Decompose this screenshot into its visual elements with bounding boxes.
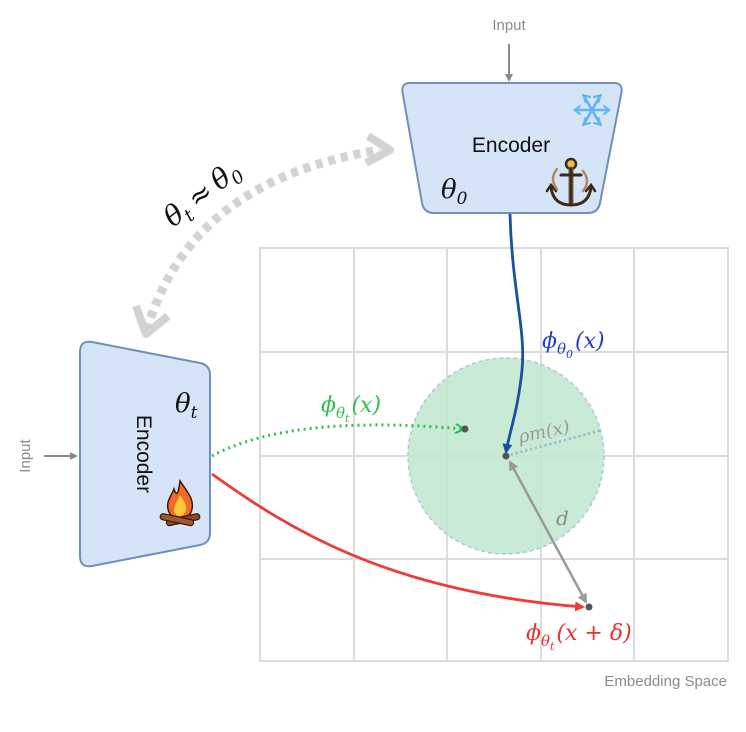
left-input-label: Input — [17, 438, 34, 472]
current-embedding-label: ϕθt(x) — [321, 393, 381, 425]
top-encoder: Input Encoder θ0 — [401, 17, 623, 214]
current-point — [461, 425, 469, 433]
distance-arrow — [508, 460, 588, 604]
left-encoder: Input Encoder θt — [17, 340, 211, 568]
left-encoder-param: θt — [175, 389, 198, 423]
anchor-icon — [545, 157, 597, 207]
radius-line — [505, 428, 603, 458]
anchor-embedding-arrow — [502, 213, 525, 454]
anchor-point — [502, 452, 510, 460]
anchor-embedding-label: ϕθ0(x) — [542, 329, 605, 361]
perturbed-point — [585, 603, 593, 611]
similarity-arrowhead-top — [364, 132, 394, 167]
left-encoder-title: Encoder — [132, 415, 155, 493]
fire-icon — [159, 478, 201, 527]
top-encoder-param: θ0 — [441, 175, 468, 209]
top-encoder-shape — [401, 82, 623, 214]
distance-label: d — [556, 506, 569, 530]
snowflake-icon — [573, 93, 611, 127]
perturbed-embedding-label: ϕθt(x + δ) — [526, 621, 632, 653]
embedding-space-label: Embedding Space — [604, 673, 727, 690]
similarity-arrow — [142, 145, 381, 332]
similarity-arrowhead-bottom — [132, 304, 171, 338]
similarity-label: θt≈θ0 — [157, 153, 249, 236]
top-input-label: Input — [492, 17, 526, 34]
top-encoder-title: Encoder — [472, 134, 550, 157]
